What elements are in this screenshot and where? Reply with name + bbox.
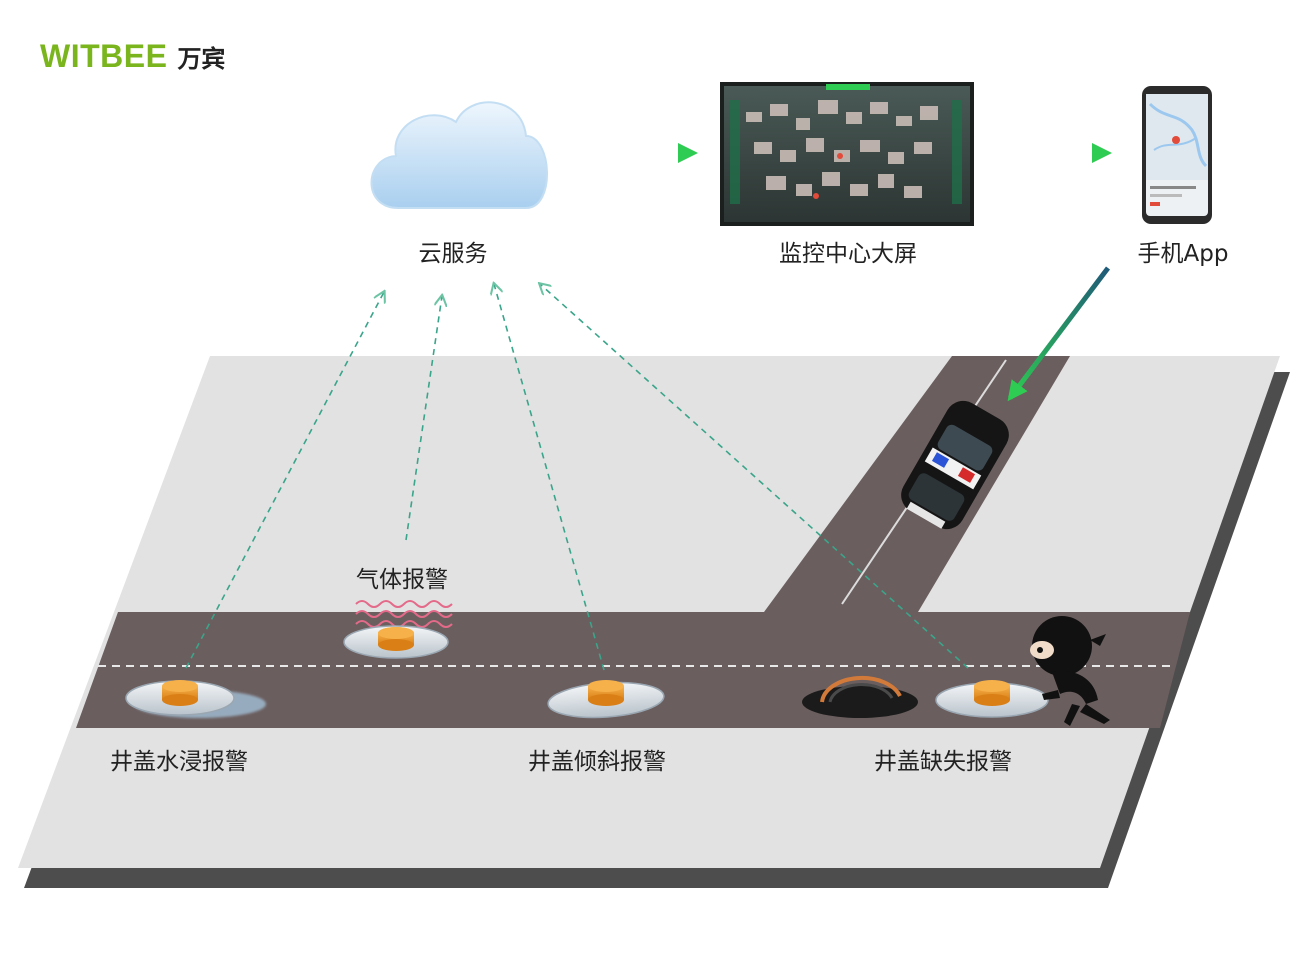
- phone-label: 手机App: [1137, 241, 1229, 267]
- thief-icon: [1030, 616, 1110, 726]
- open-manhole-icon: [802, 675, 918, 718]
- signal-tilt: [494, 284, 605, 671]
- gas-waves-icon: [355, 600, 453, 628]
- monitor-label: 监控中心大屏: [779, 241, 917, 267]
- cloud-label: 云服务: [418, 241, 488, 267]
- cloud-icon: [370, 101, 548, 209]
- monitor-screen-icon: [720, 82, 974, 226]
- signal-gas: [405, 296, 442, 541]
- gas-alert-label: 气体报警: [356, 567, 448, 593]
- flood-alert-label: 井盖水浸报警: [110, 749, 248, 775]
- flow-arrows: [584, 143, 1112, 402]
- manhole-sensor-flood: [125, 680, 266, 718]
- arrow-phone-to-car: [1007, 266, 1110, 402]
- tilt-alert-label: 井盖倾斜报警: [528, 749, 666, 775]
- missing-alert-label: 井盖缺失报警: [874, 749, 1012, 775]
- police-car: [901, 400, 1009, 530]
- manhole-sensor-missing: [935, 680, 1049, 718]
- signal-flood: [185, 292, 384, 669]
- brand-name-en: WITBEE: [40, 38, 168, 74]
- brand-logo: WITBEE 万宾: [40, 38, 225, 75]
- signal-lines: [185, 284, 969, 671]
- phone-icon: [1142, 86, 1212, 224]
- manhole-sensor-tilt: [547, 680, 665, 719]
- manhole-sensor-gas: [343, 625, 449, 659]
- brand-name-cn: 万宾: [177, 45, 226, 73]
- signal-missing: [540, 284, 969, 669]
